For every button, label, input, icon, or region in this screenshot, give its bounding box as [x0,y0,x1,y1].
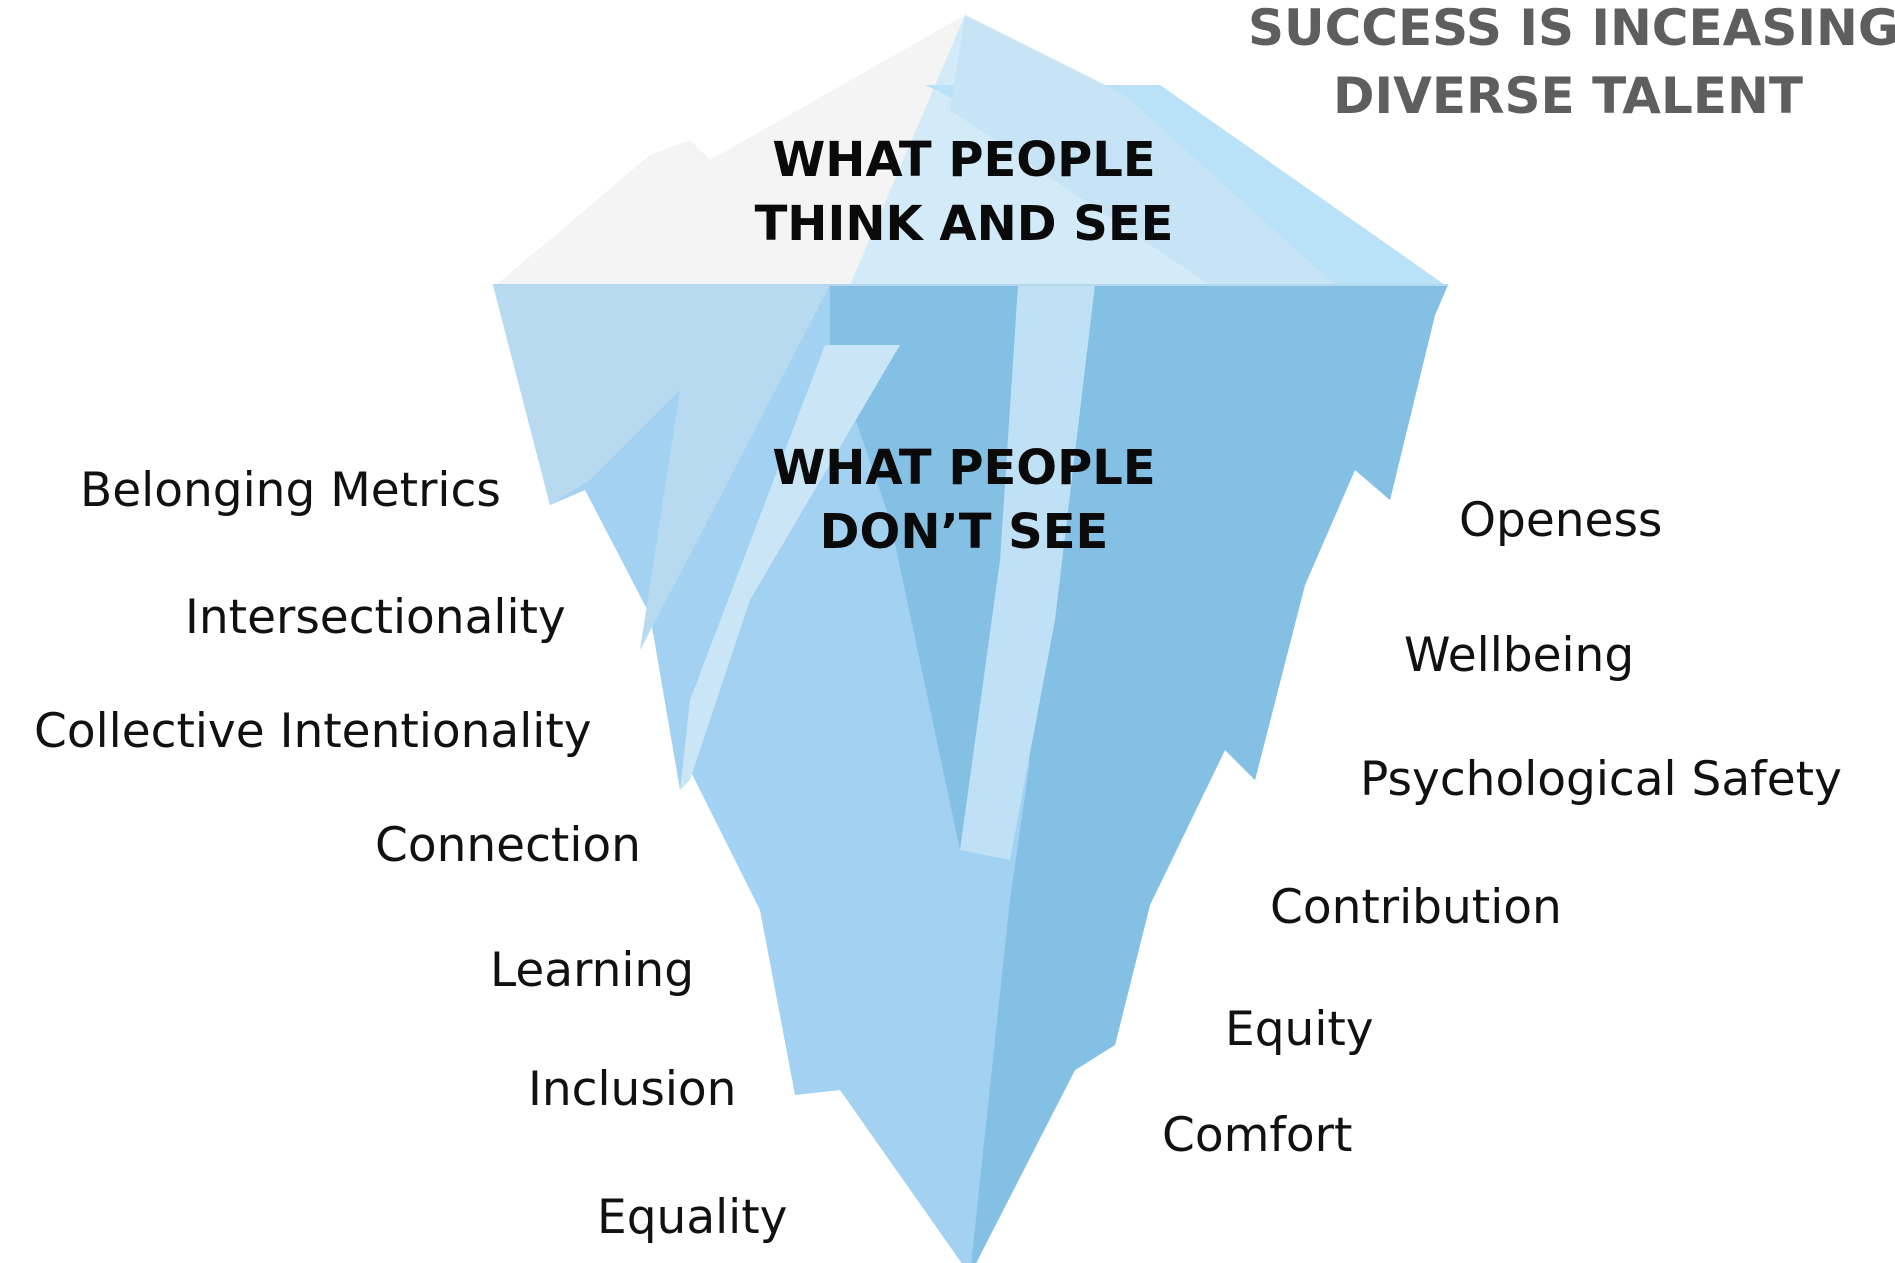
right-item-comfort: Comfort [1162,1108,1353,1163]
headline-line-1: SUCCESS IS INCEASING [1248,0,1895,57]
iceberg-underwater-dark [830,285,1448,1263]
headline: SUCCESS IS INCEASING DIVERSE TALENT [1248,0,1895,130]
left-item-inclusion: Inclusion [528,1062,737,1117]
zone-label-above-water: WHAT PEOPLE THINK AND SEE [684,128,1244,256]
zone-above-line-1: WHAT PEOPLE [772,132,1156,188]
right-item-contribution: Contribution [1270,880,1562,935]
left-item-connection: Connection [375,818,641,873]
right-item-wellbeing: Wellbeing [1404,628,1635,683]
iceberg-underwater-light [493,285,830,650]
left-item-belonging-metrics: Belonging Metrics [80,463,501,518]
zone-below-line-1: WHAT PEOPLE [772,440,1156,496]
left-item-equality: Equality [597,1190,788,1245]
iceberg-tip-snow [496,15,965,285]
iceberg-tip-shade [950,15,1335,285]
iceberg-highlight-streak [960,285,1095,860]
left-item-learning: Learning [490,943,695,998]
left-item-collective-intentionality: Collective Intentionality [34,704,592,759]
zone-above-line-2: THINK AND SEE [754,196,1174,252]
right-item-psychological-safety: Psychological Safety [1360,752,1842,807]
right-item-equity: Equity [1225,1002,1374,1057]
headline-line-2: DIVERSE TALENT [1333,67,1803,125]
zone-label-below-water: WHAT PEOPLE DON’T SEE [684,436,1244,564]
zone-below-line-2: DON’T SEE [819,504,1109,560]
right-item-openess: Openess [1459,493,1663,548]
left-item-intersectionality: Intersectionality [185,590,566,645]
